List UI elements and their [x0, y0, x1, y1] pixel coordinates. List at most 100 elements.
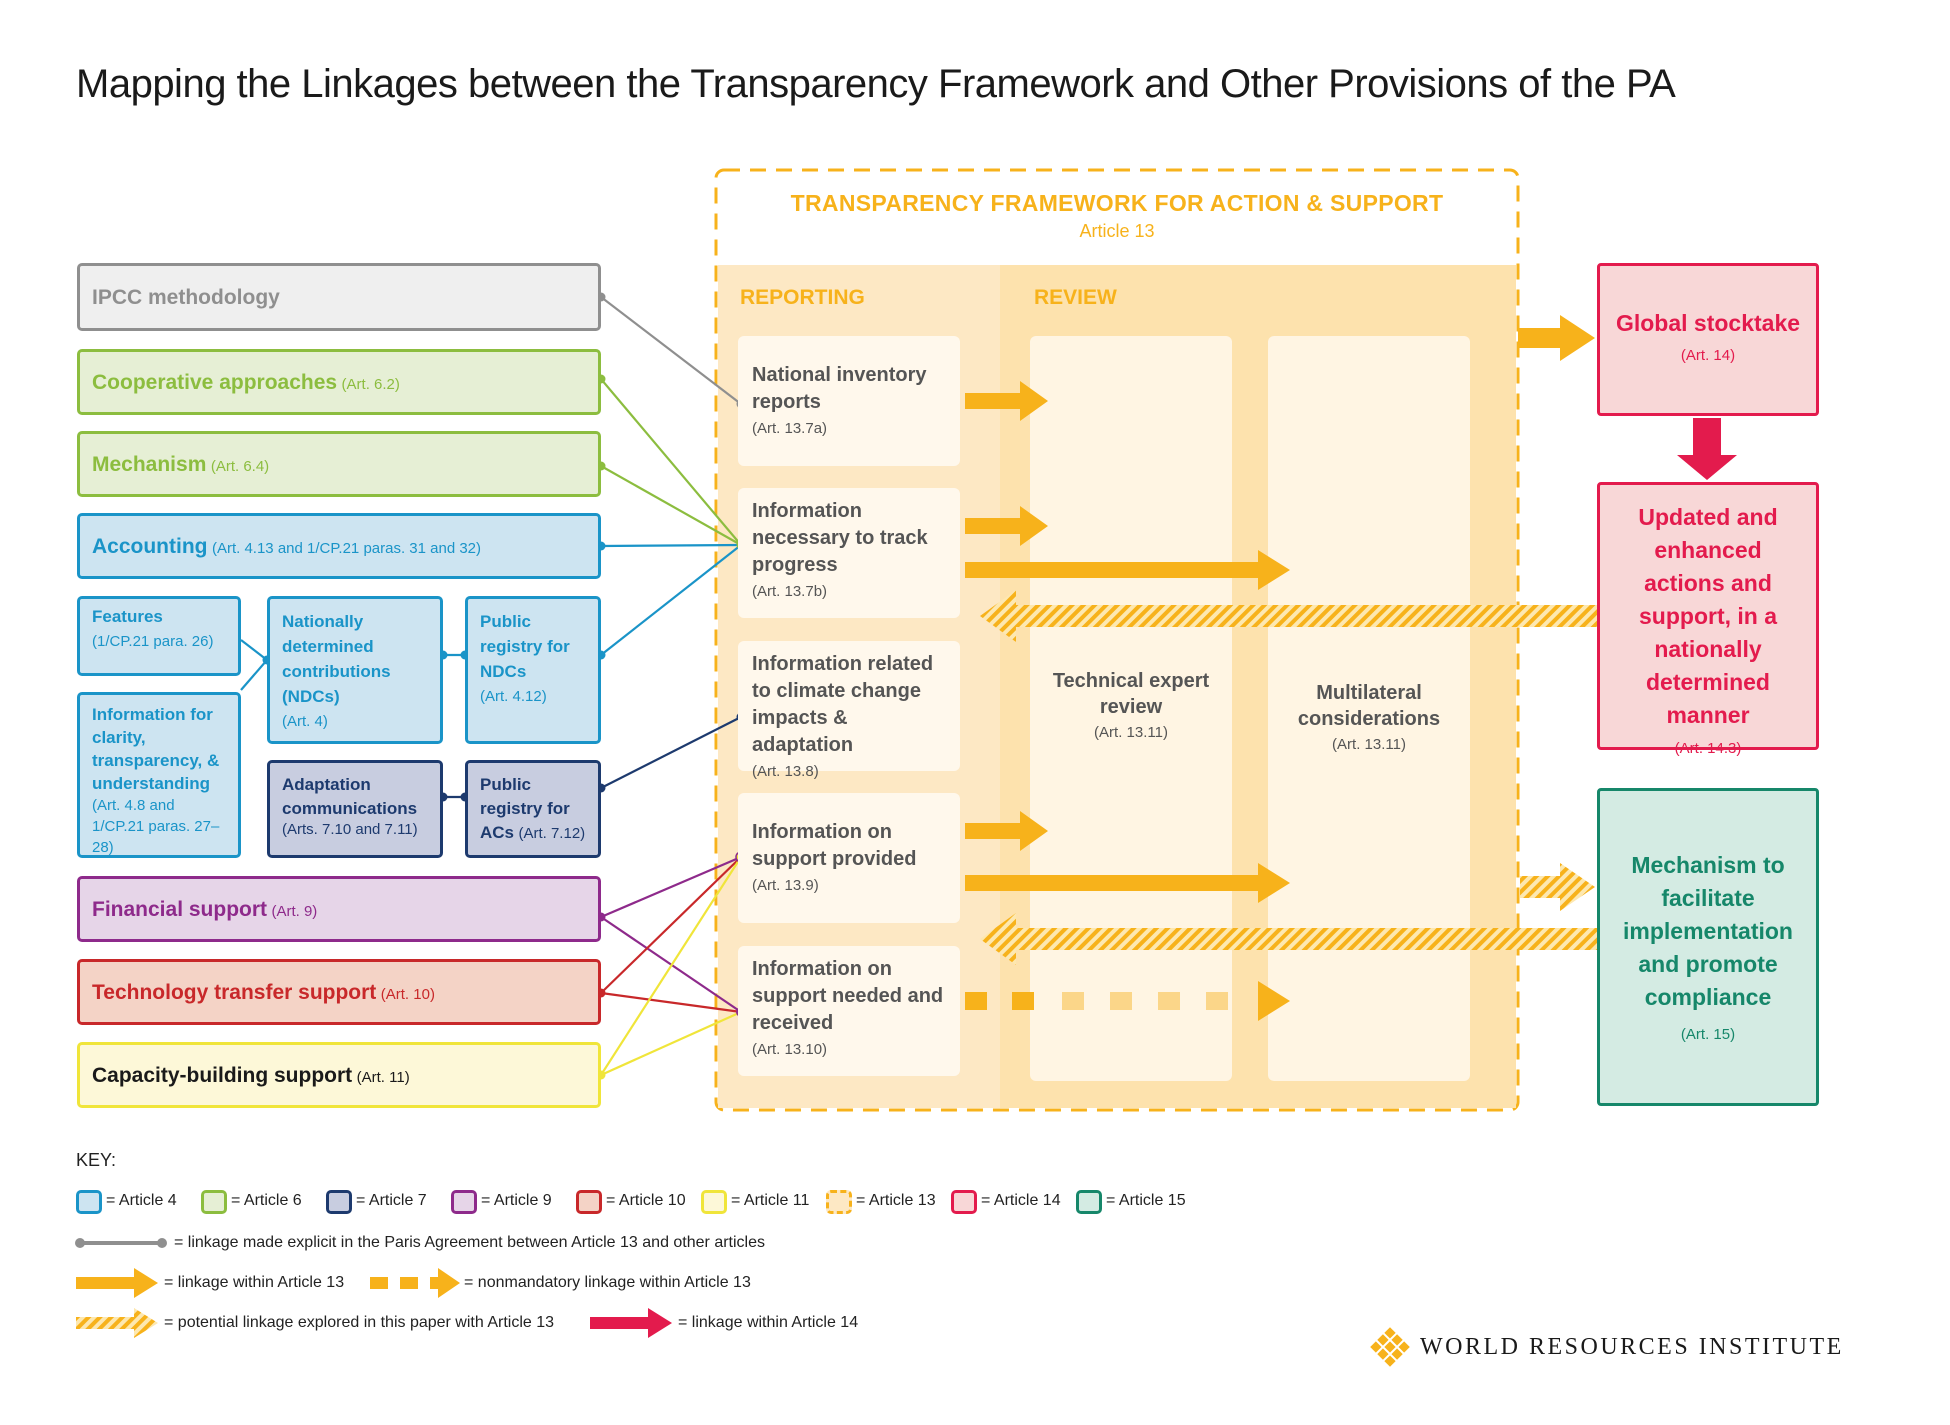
key-label-article-13: = Article 13	[856, 1192, 936, 1209]
swatch-article-13	[826, 1190, 852, 1214]
tech-box: Technology transfer support (Art. 10)	[77, 959, 601, 1025]
reporting-item-ref: (Art. 13.10)	[752, 1041, 828, 1058]
reporting-item-ref: (Art. 13.8)	[752, 763, 819, 780]
line-acct	[600, 543, 742, 548]
swatch-article-4	[76, 1190, 102, 1214]
line-fin-a	[600, 855, 742, 919]
features-ref: (1/CP.21 para. 26)	[92, 633, 214, 650]
swatch-article-6	[201, 1190, 227, 1214]
fin-label: Financial support	[92, 898, 268, 921]
framework-subtitle: Article 13	[1079, 221, 1155, 241]
reporting-item-progress: Information necessary to track progress …	[738, 488, 960, 618]
review-label: REVIEW	[1034, 286, 1117, 309]
potential-arrow-compliance-in	[980, 913, 1600, 965]
wri-logo-text: WORLD RESOURCES INSTITUTE	[1420, 1334, 1844, 1360]
info-ctu-box: Information for clarity, transparency, &…	[77, 692, 241, 858]
line-cap-a	[600, 856, 742, 1076]
review-item-ref: (Art. 13.11)	[1094, 724, 1168, 741]
reporting-label: REPORTING	[740, 286, 865, 309]
reporting-item-support-provided: Information on support provided (Art. 13…	[738, 793, 960, 923]
connector-lines	[240, 296, 742, 1077]
features-box: Features (1/CP.21 para. 26)	[77, 596, 241, 676]
coop-label: Cooperative approaches	[92, 371, 338, 394]
adapt-box: Adaptation communications (Arts. 7.10 an…	[267, 760, 443, 858]
updated-ref: (Art. 14.3)	[1674, 740, 1742, 757]
line-tech-a	[600, 856, 742, 994]
arrow-support-provided-to-multilateral	[965, 863, 1290, 903]
line-coop	[600, 378, 742, 546]
updated-label: Updated and enhanced actions and support…	[1638, 504, 1778, 728]
reg-ndc-box: Public registry for NDCs (Art. 4.12)	[465, 596, 601, 744]
line-cap-b	[600, 1010, 742, 1077]
reporting-item-adaptation: Information related to climate change im…	[738, 641, 960, 780]
reg-ac-label: Public registry for ACs	[480, 775, 570, 842]
line-mech	[600, 465, 742, 546]
nonmandatory-arrow	[965, 981, 1290, 1021]
cap-ref: (Art. 11)	[356, 1069, 410, 1086]
framework-header: TRANSPARENCY FRAMEWORK FOR ACTION & SUPP…	[716, 190, 1518, 242]
compliance-label: Mechanism to facilitate implementation a…	[1623, 852, 1793, 1010]
crimson-arrow-14	[1677, 418, 1737, 480]
review-item-label: Multilateral considerations	[1297, 682, 1441, 730]
key-line-potential: = potential linkage explored in this pap…	[164, 1314, 555, 1331]
cap-label: Capacity-building support	[92, 1064, 353, 1087]
review-item-label: Technical expert review	[1052, 670, 1210, 718]
swatch-article-7	[326, 1190, 352, 1214]
line-ipcc	[600, 296, 742, 405]
cap-box: Capacity-building support (Art. 11)	[77, 1042, 601, 1108]
key-label-article-6: = Article 6	[231, 1192, 302, 1209]
features-label: Features	[92, 607, 163, 626]
review-item-ref: (Art. 13.11)	[1332, 736, 1406, 753]
mech-ref: (Art. 6.4)	[210, 458, 270, 475]
wri-logo-mark	[1370, 1327, 1410, 1367]
line-reg-ac	[600, 716, 742, 789]
multilateral-column	[1268, 336, 1470, 1081]
mech-box: Mechanism (Art. 6.4)	[77, 431, 601, 497]
tech-ref: (Art. 10)	[380, 986, 435, 1003]
adapt-ref: (Arts. 7.10 and 7.11)	[282, 821, 418, 838]
reporting-item-ref: (Art. 13.9)	[752, 877, 819, 894]
potential-arrow-compliance-out	[1520, 863, 1595, 911]
ipcc-box: IPCC methodology	[77, 263, 601, 331]
swatch-article-15	[1076, 1190, 1102, 1214]
reporting-item-ref: (Art. 13.7a)	[752, 420, 828, 437]
arrow-to-global-stocktake	[1518, 315, 1595, 361]
review-item-technical: Technical expert review (Art. 13.11)	[1040, 668, 1222, 741]
info-ctu-ref: (Art. 4.8 and 1/CP.21 paras. 27–28)	[92, 797, 220, 856]
reg-ac-box: Public registry for ACs (Art. 7.12)	[465, 760, 601, 858]
swatch-article-9	[451, 1190, 477, 1214]
ndc-ref: (Art. 4)	[282, 713, 328, 730]
tech-label: Technology transfer support	[92, 981, 377, 1004]
page-title: Mapping the Linkages between the Transpa…	[76, 62, 1676, 106]
framework-title: TRANSPARENCY FRAMEWORK FOR ACTION & SUPP…	[790, 190, 1444, 216]
swatch-article-14	[951, 1190, 977, 1214]
key-symbols	[75, 1238, 672, 1338]
key-label-article-15: = Article 15	[1106, 1192, 1186, 1209]
coop-ref: (Art. 6.2)	[341, 376, 400, 393]
compliance-ref: (Art. 15)	[1680, 1026, 1736, 1043]
review-item-multilateral: Multilateral considerations (Art. 13.11)	[1278, 680, 1460, 753]
key-label-article-9: = Article 9	[481, 1192, 552, 1209]
acct-label: Accounting	[92, 535, 208, 558]
acct-box: Accounting (Art. 4.13 and 1/CP.21 paras.…	[77, 513, 601, 579]
acct-ref: (Art. 4.13 and 1/CP.21 paras. 31 and 32)	[211, 540, 482, 557]
line-info-ndc	[240, 659, 268, 691]
arrow-support-provided-to-review	[965, 811, 1048, 851]
ipcc-label: IPCC methodology	[92, 286, 280, 309]
arrow-progress-to-review	[965, 506, 1048, 546]
compliance-box: Mechanism to facilitate implementation a…	[1597, 788, 1819, 1106]
swatch-article-11	[701, 1190, 727, 1214]
internal-arrows	[965, 381, 1290, 903]
line-reg-ndc	[600, 544, 742, 656]
reg-ndc-ref: (Art. 4.12)	[480, 688, 547, 705]
reporting-item-label: National inventory reports	[752, 364, 927, 413]
key-article-swatches: = Article 4 = Article 6 = Article 7 = Ar…	[76, 1190, 1226, 1216]
reporting-item-label: Information related to climate change im…	[752, 653, 934, 756]
fin-box: Financial support (Art. 9)	[77, 876, 601, 942]
key-label-article-11: = Article 11	[731, 1192, 810, 1209]
reg-ndc-label: Public registry for NDCs	[480, 612, 570, 681]
key-line-within13: = linkage within Article 13	[164, 1274, 345, 1291]
reporting-item-inventory: National inventory reports (Art. 13.7a)	[738, 336, 960, 466]
ndc-label: Nationally determined contributions (NDC…	[282, 612, 391, 706]
line-features-ndc	[240, 639, 268, 661]
